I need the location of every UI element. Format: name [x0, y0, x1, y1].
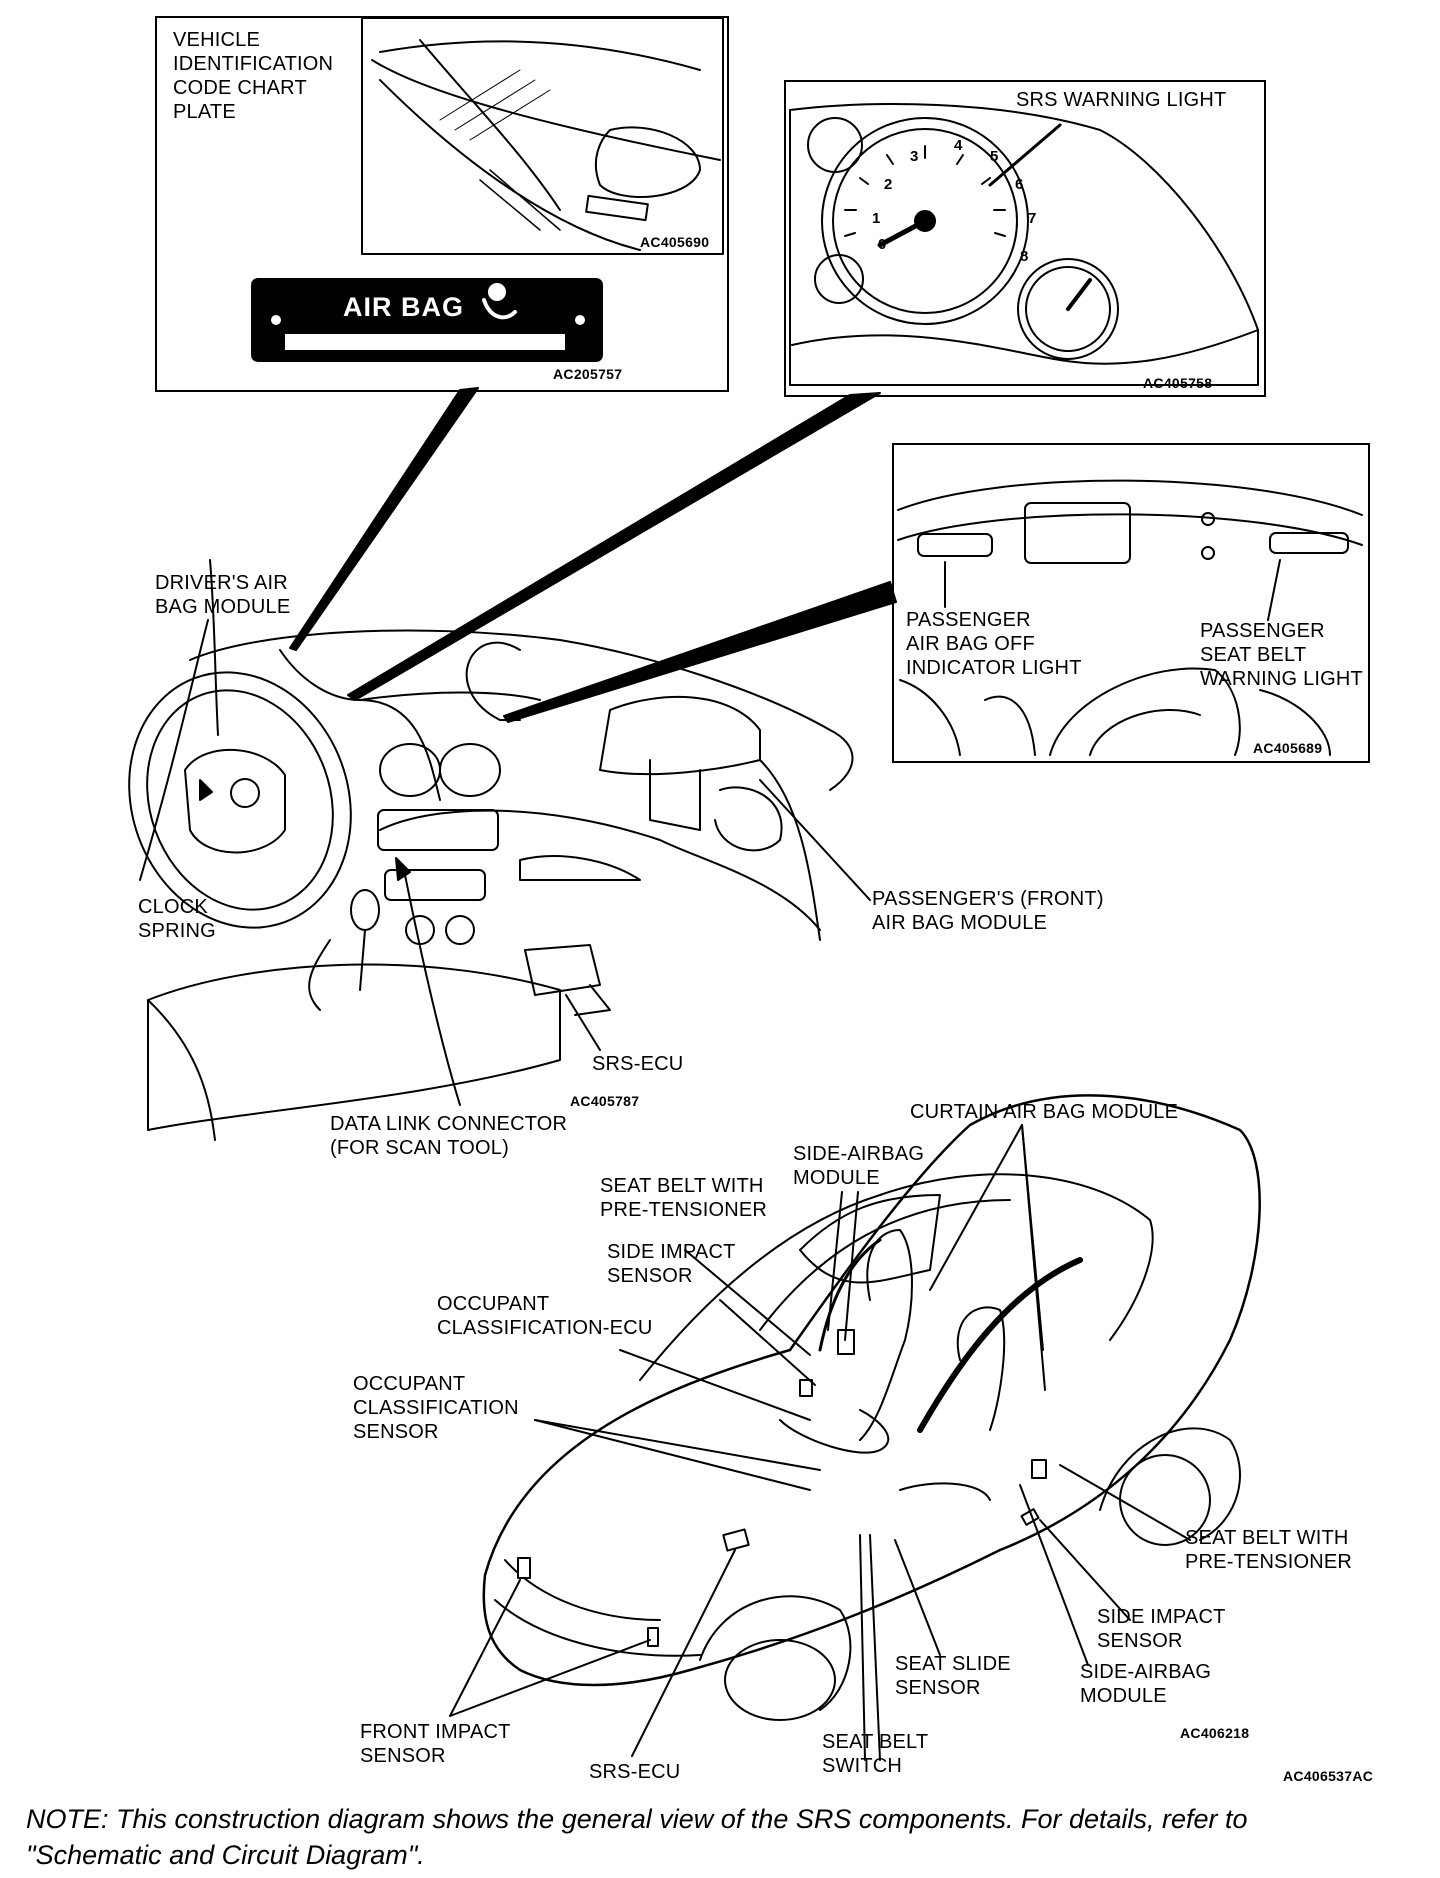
airbag-plate-code: AC205757	[553, 366, 623, 382]
side-airbag-top-label: SIDE-AIRBAG MODULE	[793, 1143, 925, 1189]
front-impact-sensor-label: FRONT IMPACT SENSOR	[360, 1721, 511, 1767]
gauge-number: 5	[990, 148, 999, 165]
gauge-number: 4	[954, 137, 963, 154]
srs-ecu-dash-label: SRS-ECU	[592, 1053, 684, 1075]
drivers-airbag-label: DRIVER'S AIR BAG MODULE	[155, 572, 291, 618]
vin-photo-frame	[361, 17, 724, 255]
center-inset-code: AC405689	[1253, 740, 1323, 756]
gauge-number: 3	[910, 148, 919, 165]
srs-ecu-car-label: SRS-ECU	[589, 1761, 681, 1783]
srs-ecu-dash	[524, 944, 601, 996]
gauge-number: 7	[1028, 210, 1037, 227]
cluster-housing	[789, 103, 1259, 386]
front-impact-sensor-right	[647, 1627, 659, 1647]
car-code-inner: AC406218	[1180, 1725, 1250, 1741]
vin-plate-label: VEHICLE IDENTIFICATION CODE CHART PLATE	[173, 29, 334, 123]
passenger-airbag-area	[599, 695, 761, 776]
gauge-number: 8	[1020, 248, 1029, 265]
data-link-connector-label: DATA LINK CONNECTOR (FOR SCAN TOOL)	[330, 1113, 568, 1159]
front-impact-sensor-left	[517, 1557, 531, 1579]
center-display-inset-box	[892, 443, 1370, 763]
side-impact-top-label: SIDE IMPACT SENSOR	[607, 1241, 736, 1287]
car-code-outer: AC406537AC	[1283, 1768, 1374, 1784]
cluster-code: AC405758	[1143, 375, 1213, 391]
windshield-sketch	[371, 59, 721, 161]
dash-code: AC405787	[570, 1093, 640, 1109]
passenger-airbag-off-label: PASSENGER AIR BAG OFF INDICATOR LIGHT	[906, 609, 1082, 679]
car-body	[482, 1094, 1261, 1687]
gauge-number: 0	[878, 236, 887, 253]
fuel-gauge	[1017, 258, 1119, 360]
tachometer	[821, 117, 1029, 325]
airbag-plate-text: AIR BAG	[343, 292, 464, 322]
center-display	[1024, 502, 1131, 564]
front-wheel	[699, 1595, 852, 1711]
rear-seat	[956, 1306, 1006, 1431]
occupant-ecu-label: OCCUPANT CLASSIFICATION-ECU	[437, 1293, 653, 1339]
turn-signal-button	[807, 117, 863, 173]
gauge-number: 6	[1015, 176, 1024, 193]
vin-photo-code: AC405690	[640, 234, 710, 250]
seatbelt-switch-label: SEAT BELT SWITCH	[822, 1731, 929, 1777]
passengers-airbag-label: PASSENGER'S (FRONT) AIR BAG MODULE	[872, 888, 1104, 934]
car-roof	[639, 1173, 1154, 1381]
seatbelt-pretensioner-right-label: SEAT BELT WITH PRE-TENSIONER	[1185, 1527, 1353, 1573]
dashboard-outline	[189, 629, 854, 791]
center-console	[147, 963, 561, 1131]
side-impact-sensor-right	[1020, 1508, 1040, 1526]
curtain-airbag-label: CURTAIN AIR BAG MODULE	[910, 1101, 1179, 1123]
footnote: NOTE: This construction diagram shows th…	[26, 1804, 1248, 1870]
front-seat	[859, 1229, 913, 1441]
side-airbag-right-label: SIDE-AIRBAG MODULE	[1080, 1661, 1212, 1707]
steering-wheel	[128, 671, 352, 929]
wedge-center	[503, 581, 897, 723]
seat-slide-sensor-label: SEAT SLIDE SENSOR	[895, 1653, 1011, 1699]
rear-wheel	[1099, 1427, 1241, 1541]
passenger-seatbelt-warning-label: PASSENGER SEAT BELT WARNING LIGHT	[1200, 620, 1363, 690]
side-impact-right-label: SIDE IMPACT SENSOR	[1097, 1606, 1226, 1652]
seatbelt-pretensioner-top-label: SEAT BELT WITH PRE-TENSIONER	[600, 1175, 768, 1221]
srs-warning-light-label: SRS WARNING LIGHT	[1016, 89, 1227, 111]
gauge-number: 2	[884, 176, 893, 193]
gauge-number: 1	[872, 210, 881, 227]
front-bumper	[494, 1599, 701, 1657]
curtain-airbag-strip	[917, 1257, 1083, 1433]
cluster-inset-box	[784, 80, 1266, 397]
wedge-vin	[289, 387, 479, 651]
occupant-sensor-label: OCCUPANT CLASSIFICATION SENSOR	[353, 1373, 519, 1443]
drivers-airbag-hub	[184, 749, 286, 854]
clock-spring-label: CLOCK SPRING	[138, 896, 216, 942]
hazard-button	[814, 254, 864, 304]
srs-ecu-car	[722, 1528, 750, 1552]
